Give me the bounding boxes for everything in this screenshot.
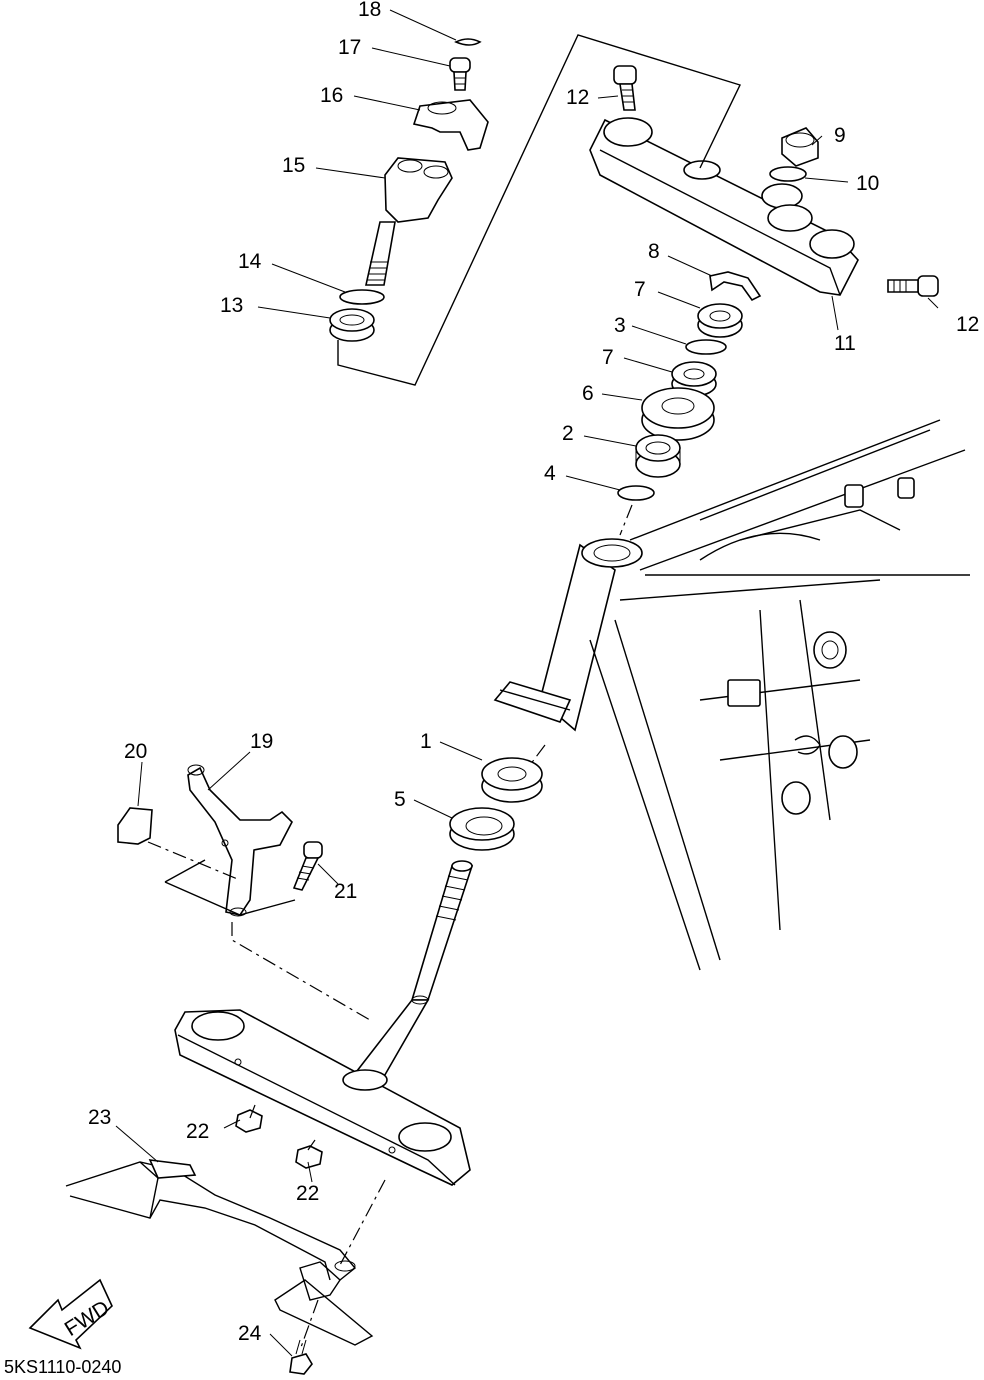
- diagram-code: 5KS1110-0240: [4, 1357, 121, 1377]
- callout-24: 24: [238, 1322, 262, 1345]
- upper-bracket: [589, 117, 859, 296]
- callout-6: 6: [582, 382, 594, 405]
- leader-lines: [115, 9, 939, 1357]
- fwd-arrow-icon: FWD: [28, 1278, 113, 1350]
- callout-3: 3: [614, 314, 626, 337]
- lock-washer-8: [709, 271, 762, 302]
- damper-13: [329, 308, 375, 342]
- under-bracket: [174, 1009, 471, 1186]
- callout-8: 8: [648, 240, 660, 263]
- callout-13: 13: [220, 294, 243, 317]
- callout-23: 23: [88, 1106, 111, 1129]
- hose-guide-23: [65, 1159, 374, 1346]
- callout-22-right: 22: [296, 1182, 319, 1205]
- washer-3: [685, 339, 727, 355]
- bearing-1: [481, 757, 543, 803]
- callout-14: 14: [238, 250, 262, 273]
- callout-7-upper: 7: [634, 278, 646, 301]
- cover-6: [641, 387, 715, 441]
- steering-stem: [348, 860, 474, 1081]
- callout-5: 5: [394, 788, 406, 811]
- callout-12-right: 12: [956, 313, 979, 336]
- callout-22-left: 22: [186, 1120, 209, 1143]
- upper-holder-16: [412, 99, 489, 151]
- washer-14: [339, 289, 385, 305]
- washer-10: [769, 166, 807, 182]
- bolt-24: [289, 1339, 313, 1375]
- callout-9: 9: [834, 124, 846, 147]
- callout-11: 11: [834, 332, 856, 355]
- seal-5: [449, 807, 515, 851]
- callout-17: 17: [338, 36, 361, 59]
- cap-18: [454, 38, 482, 46]
- nut-22-right: [295, 1145, 323, 1169]
- frame-illustration: [493, 419, 970, 971]
- lower-holder-15: [365, 157, 453, 286]
- callout-10: 10: [856, 172, 879, 195]
- callout-21: 21: [334, 880, 357, 903]
- group-bracket-line: [337, 34, 741, 386]
- bracket-19-callout-box: [164, 881, 296, 916]
- race-4: [617, 485, 655, 501]
- callout-1: 1: [420, 730, 432, 753]
- bracket-19: [187, 764, 293, 917]
- bolt-17: [449, 57, 471, 91]
- nut-22-left: [235, 1109, 263, 1133]
- ring-nut-7-upper: [697, 303, 743, 338]
- callout-19: 19: [250, 730, 273, 753]
- bearing-2: [635, 434, 681, 478]
- damper-20: [117, 807, 153, 845]
- callout-20: 20: [124, 740, 147, 763]
- bolt-21: [292, 841, 323, 891]
- callout-2: 2: [562, 422, 574, 445]
- callout-labels: 18 17 16 15 14 13 12 9 10 12 11 8 7 3 7 …: [88, 0, 979, 1345]
- bolt-12-right: [887, 275, 939, 297]
- callout-16: 16: [320, 84, 343, 107]
- callout-7-lower: 7: [602, 346, 614, 369]
- callout-15: 15: [282, 154, 305, 177]
- callout-12-top: 12: [566, 86, 589, 109]
- callout-4: 4: [544, 462, 556, 485]
- cap-nut-9: [781, 127, 819, 167]
- bolt-12-top: [613, 65, 637, 111]
- callout-18: 18: [358, 0, 381, 21]
